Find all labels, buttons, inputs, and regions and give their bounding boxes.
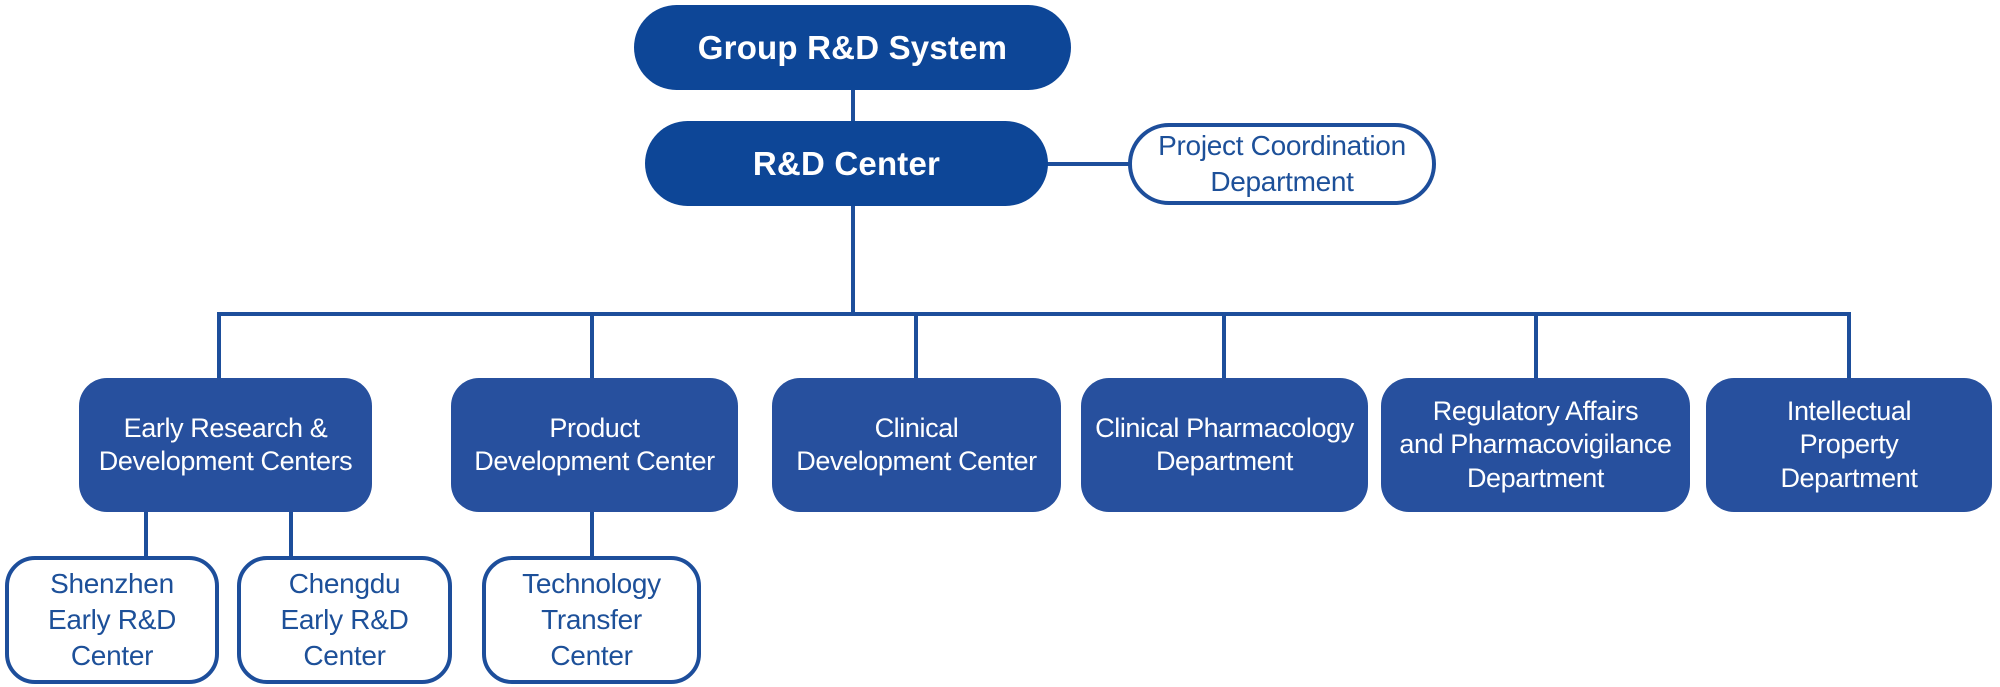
node-project-coordination-department: Project Coordination Department — [1128, 123, 1436, 205]
node-chengdu-early-rnd-center: Chengdu Early R&D Center — [237, 556, 452, 684]
node-shenzhen-early-rnd-center: Shenzhen Early R&D Center — [5, 556, 219, 684]
node-clinical-pharmacology-department-label: Clinical Pharmacology Department — [1095, 412, 1354, 476]
node-rnd-center-label: R&D Center — [752, 144, 941, 182]
node-intellectual-property-department: Intellectual Property Department — [1706, 378, 1992, 512]
node-technology-transfer-center: Technology Transfer Center — [482, 556, 701, 684]
node-technology-transfer-center-label: Technology Transfer Center — [522, 568, 661, 671]
node-early-research-development-centers: Early Research & Development Centers — [79, 378, 372, 512]
node-chengdu-early-rnd-center-label: Chengdu Early R&D Center — [280, 568, 409, 671]
node-clinical-development-center-label: Clinical Development Center — [796, 412, 1037, 476]
node-regulatory-affairs-pharmacovigilance-department-label: Regulatory Affairs and Pharmacovigilance… — [1399, 395, 1672, 493]
node-clinical-development-center: Clinical Development Center — [772, 378, 1061, 512]
node-project-coordination-department-label: Project Coordination Department — [1158, 130, 1406, 197]
node-group-rnd-system-label: Group R&D System — [697, 28, 1008, 66]
node-intellectual-property-department-label: Intellectual Property Department — [1780, 395, 1918, 493]
node-clinical-pharmacology-department: Clinical Pharmacology Department — [1081, 378, 1368, 512]
node-shenzhen-early-rnd-center-label: Shenzhen Early R&D Center — [48, 568, 176, 671]
node-group-rnd-system: Group R&D System — [634, 5, 1071, 90]
node-early-research-development-centers-label: Early Research & Development Centers — [98, 412, 353, 476]
node-regulatory-affairs-pharmacovigilance-department: Regulatory Affairs and Pharmacovigilance… — [1381, 378, 1690, 512]
node-product-development-center: Product Development Center — [451, 378, 738, 512]
node-rnd-center: R&D Center — [645, 121, 1048, 206]
node-product-development-center-label: Product Development Center — [474, 412, 715, 476]
